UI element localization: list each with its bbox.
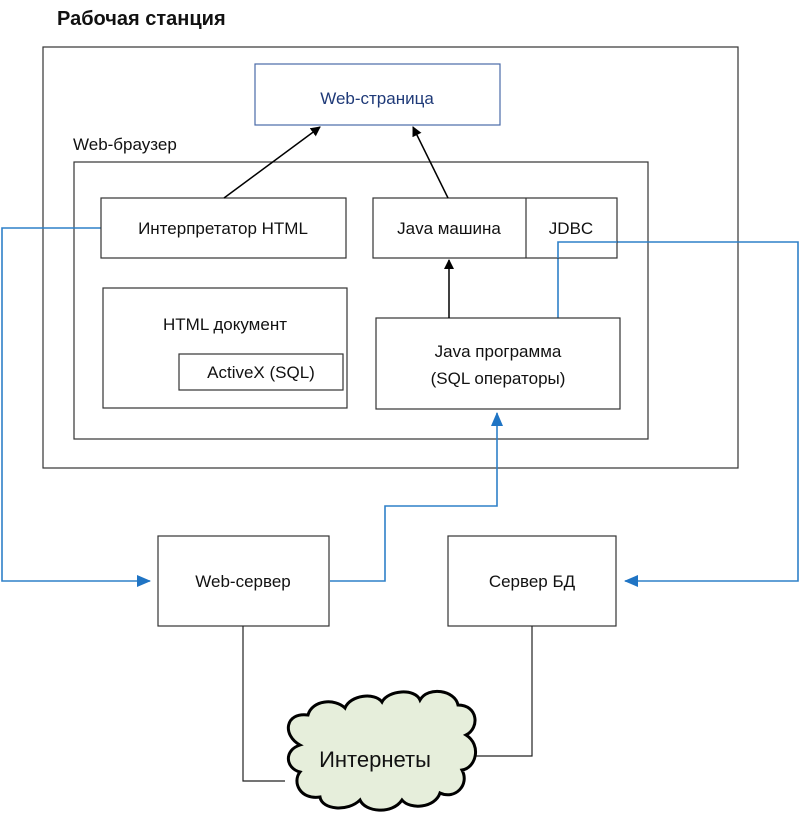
db-server-box [447, 535, 617, 627]
connector-webserver-javaprogram [330, 412, 503, 582]
web-server-label: Web-сервер [195, 572, 290, 591]
internet-cloud [286, 689, 477, 812]
web-page-label: Web-страница [320, 89, 434, 108]
workstation-frame [42, 46, 739, 469]
connector-jdbc-overlay [557, 241, 617, 258]
connector-interpreter-webserver [1, 227, 151, 587]
workstation-title: Рабочая станция [57, 8, 226, 30]
jdbc-label: JDBC [549, 219, 593, 238]
arrow-javamachine-webpage [412, 126, 449, 199]
arrow-interpreter-webpage [223, 126, 321, 199]
web-server-box [157, 535, 330, 627]
line-dbserver-internet [470, 626, 533, 757]
java-program-label-line1: Java программа [435, 342, 562, 361]
activex-label: ActiveX (SQL) [207, 363, 315, 382]
line-webserver-internet [242, 626, 285, 782]
web-page-box [254, 63, 501, 126]
connector-jdbc-dbserver [557, 241, 799, 587]
browser-frame [73, 161, 649, 440]
html-interpreter-box [100, 197, 347, 259]
browser-label: Web-браузер [73, 135, 177, 154]
java-machine-box [372, 197, 618, 259]
java-machine-label: Java машина [397, 219, 501, 238]
html-interpreter-label: Интерпретатор HTML [138, 219, 308, 238]
java-program-box [375, 317, 621, 410]
activex-box [178, 353, 344, 391]
html-document-label: HTML документ [163, 315, 287, 334]
internet-label: Интернеты [319, 747, 431, 772]
db-server-label: Сервер БД [489, 572, 576, 591]
java-program-label-line2: (SQL операторы) [431, 369, 566, 388]
